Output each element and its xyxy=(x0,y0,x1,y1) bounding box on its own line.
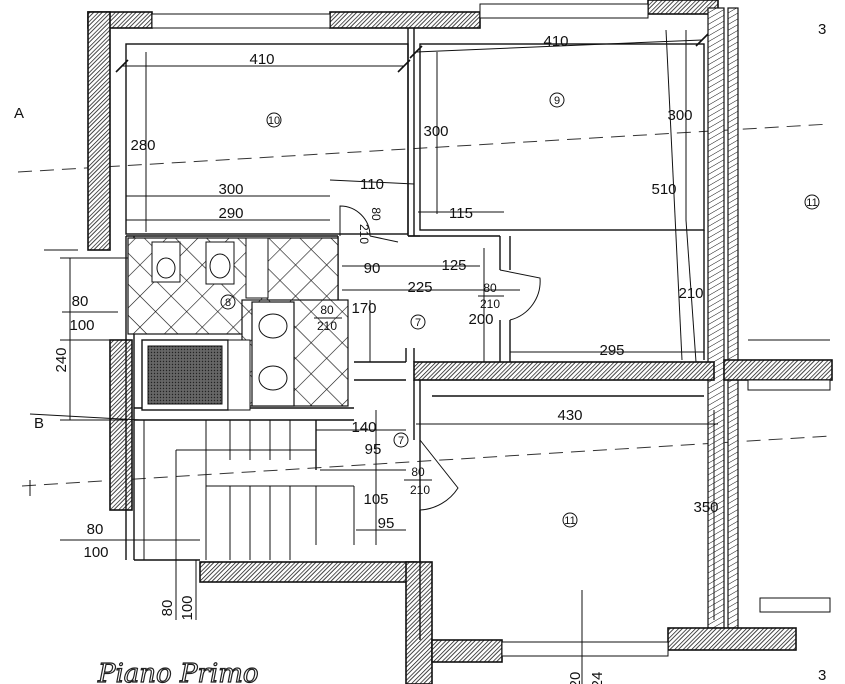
dim-door-a-width: 80 xyxy=(369,207,383,221)
dim-door-d-height: 210 xyxy=(410,483,430,497)
room-number-9: 9 xyxy=(554,95,560,107)
bathroom xyxy=(127,237,349,411)
dim-410-left: 410 xyxy=(249,51,274,68)
dim-110: 110 xyxy=(360,176,384,193)
dim-140: 140 xyxy=(351,419,376,436)
dimension-lines xyxy=(29,29,718,684)
dim-bottom-24: 24 xyxy=(589,672,606,684)
doors xyxy=(339,205,541,511)
dim-300-right: 300 xyxy=(667,107,692,124)
dim-125: 125 xyxy=(441,257,466,274)
dim-window-a-height: 100 xyxy=(69,317,94,334)
handwritten-caption: Piano Primo xyxy=(97,659,259,684)
dim-door-d-width: 80 xyxy=(411,465,425,479)
dim-430: 430 xyxy=(557,407,582,424)
dim-170: 170 xyxy=(351,300,376,317)
dim-510: 510 xyxy=(651,181,676,198)
dim-95-bottom: 95 xyxy=(378,515,395,532)
dim-300-mid: 300 xyxy=(423,123,448,140)
dim-door-b-width: 80 xyxy=(483,281,497,295)
dim-edge-bottom: 3 xyxy=(818,667,826,684)
dim-door-c-height: 210 xyxy=(317,319,337,333)
room-number-7-stair: 7 xyxy=(398,435,404,447)
dim-bottom-20: 20 xyxy=(567,672,584,684)
dim-window-b-height: 100 xyxy=(83,544,108,561)
dim-350: 350 xyxy=(693,499,718,516)
dim-295: 295 xyxy=(599,342,624,359)
room-number-10: 10 xyxy=(268,115,280,127)
dim-280: 280 xyxy=(130,137,155,154)
dim-115: 115 xyxy=(449,205,473,222)
dim-290: 290 xyxy=(218,205,243,222)
room-labels: 10 9 11 8 7 7 11 xyxy=(220,92,820,528)
dim-200: 200 xyxy=(468,311,493,328)
room-number-11-bottom: 11 xyxy=(564,515,575,527)
dim-225: 225 xyxy=(407,279,432,296)
dim-105: 105 xyxy=(363,491,388,508)
dim-door-c-width: 80 xyxy=(320,303,334,317)
room-number-8: 8 xyxy=(225,297,231,309)
dimension-labels: 410 410 280 300 300 300 290 110 115 510 … xyxy=(53,21,826,684)
dim-95-top: 95 xyxy=(365,441,382,458)
dim-door-b-height: 210 xyxy=(480,297,500,311)
section-marker-b: B xyxy=(34,415,44,432)
dim-window-b-width: 80 xyxy=(87,521,104,538)
room-number-7-hall: 7 xyxy=(415,317,421,329)
section-lines xyxy=(17,123,831,487)
dim-vertical-100: 100 xyxy=(179,595,196,620)
dim-210: 210 xyxy=(678,285,703,302)
dim-edge-top: 3 xyxy=(818,21,826,38)
dim-410-right: 410 xyxy=(543,33,568,50)
staircase xyxy=(134,420,406,560)
dim-240: 240 xyxy=(53,347,70,372)
room-number-11-right: 11 xyxy=(806,197,817,209)
section-marker-a: A xyxy=(14,105,24,122)
dim-90: 90 xyxy=(364,260,381,277)
dim-300-left: 300 xyxy=(218,181,243,198)
dim-door-a-height: 210 xyxy=(357,224,371,244)
dim-vertical-80: 80 xyxy=(159,600,176,617)
dim-window-a-width: 80 xyxy=(72,293,89,310)
